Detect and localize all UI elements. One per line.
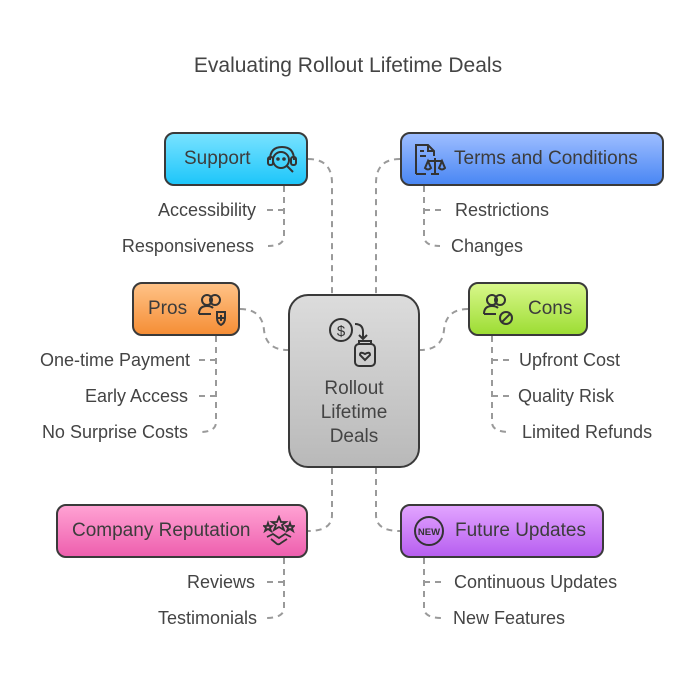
- connector-reputation: [307, 468, 333, 532]
- central-topic-line: Deals: [329, 426, 379, 447]
- node-label: Cons: [528, 298, 573, 319]
- leaf-item: Reviews: [186, 572, 255, 592]
- svg-text:NEW: NEW: [418, 527, 440, 538]
- node-terms: Terms and Conditions: [400, 132, 664, 186]
- leaf-item: Accessibility: [157, 200, 256, 220]
- leaf-item: Upfront Cost: [519, 350, 621, 370]
- leaf-lines-cons: [491, 336, 512, 433]
- svg-text:$: $: [337, 323, 346, 340]
- leaf-item: Quality Risk: [518, 386, 615, 406]
- connector-terms: [375, 158, 401, 294]
- leaf-lines-pros: [198, 336, 217, 433]
- node-reputation: Company Reputation: [56, 504, 308, 558]
- stars-handshake-icon: [262, 515, 295, 546]
- leaf-item: New Features: [453, 608, 566, 628]
- node-label: Future Updates: [455, 520, 586, 541]
- leaf-lines-terms: [423, 186, 444, 247]
- new-badge-icon: NEW: [414, 516, 444, 546]
- headset-support-icon: [266, 145, 297, 173]
- node-support: Support: [164, 132, 308, 186]
- leaf-item: Continuous Updates: [454, 572, 618, 592]
- leaf-lines-reputation: [264, 558, 285, 619]
- diagram-title: Evaluating Rollout Lifetime Deals: [193, 54, 503, 77]
- central-topic-line: Lifetime: [320, 402, 388, 423]
- users-plus-icon: [198, 294, 227, 326]
- node-cons: Cons: [468, 282, 588, 336]
- dollar-to-jar-icon: $: [329, 318, 376, 367]
- leaf-item: Testimonials: [157, 608, 257, 628]
- users-blocked-icon: [483, 294, 513, 325]
- document-scales-icon: [415, 144, 446, 175]
- node-pros: Pros: [132, 282, 240, 336]
- leaf-lines-updates: [423, 558, 444, 619]
- connector-cons: [419, 308, 469, 351]
- node-label: Terms and Conditions: [454, 148, 638, 169]
- leaf-item: No Surprise Costs: [41, 422, 188, 442]
- leaf-item: Responsiveness: [121, 236, 254, 256]
- leaf-item: Changes: [451, 236, 524, 256]
- central-topic-line: Rollout: [324, 378, 384, 399]
- leaf-lines-support: [264, 186, 285, 247]
- leaf-item: Limited Refunds: [522, 422, 653, 442]
- leaf-item: One-time Payment: [39, 350, 190, 370]
- central-topic: $ Rollout Lifetime Deals: [288, 294, 420, 468]
- connector-updates: [375, 468, 401, 532]
- connector-support: [307, 158, 333, 294]
- connector-pros: [239, 308, 289, 351]
- leaf-item: Restrictions: [455, 200, 550, 220]
- leaf-item: Early Access: [84, 386, 188, 406]
- node-label: Pros: [148, 298, 188, 319]
- node-label: Support: [184, 148, 251, 169]
- node-updates: NEW Future Updates: [400, 504, 604, 558]
- node-label: Company Reputation: [72, 520, 251, 541]
